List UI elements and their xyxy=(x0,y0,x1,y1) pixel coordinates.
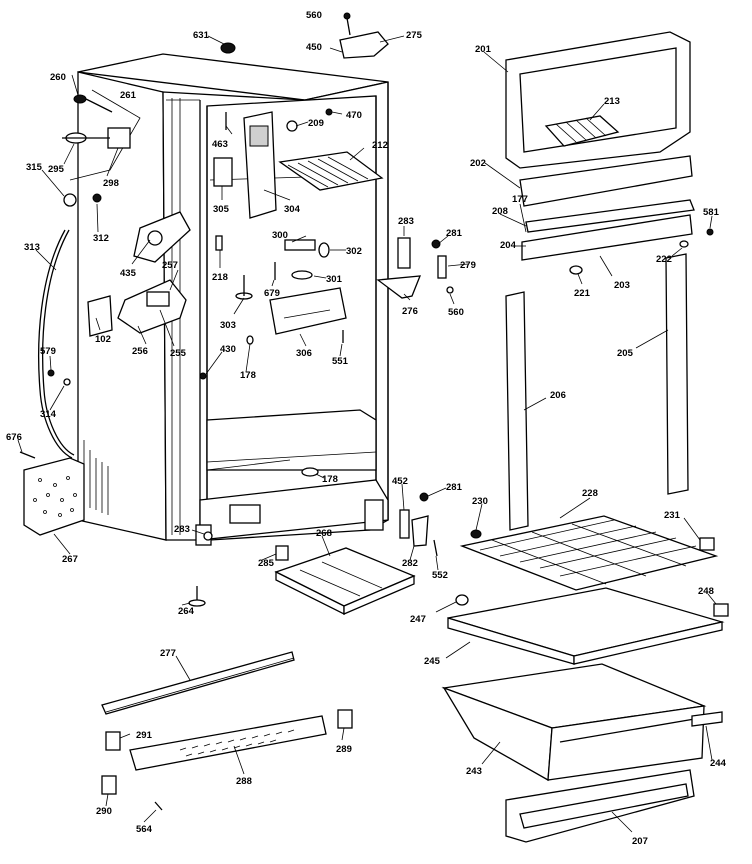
part-label: 203 xyxy=(614,280,630,291)
part-label: 275 xyxy=(406,30,423,41)
part-label: 314 xyxy=(40,409,57,420)
part-label: 470 xyxy=(346,110,362,121)
part-label: 277 xyxy=(160,648,176,659)
grille-slots xyxy=(179,729,295,757)
part-label: 560 xyxy=(306,10,322,21)
part-label: 209 xyxy=(308,118,324,129)
left-parts xyxy=(19,89,191,536)
part-label: 205 xyxy=(617,348,634,359)
part-label: 281 xyxy=(446,482,463,493)
part-label: 247 xyxy=(410,614,426,625)
part-label: 244 xyxy=(710,758,727,769)
part-label: 313 xyxy=(24,242,40,253)
part-label: 222 xyxy=(656,254,672,265)
part-label: 288 xyxy=(236,776,252,787)
hinge-parts xyxy=(376,237,454,557)
part-label: 283 xyxy=(174,524,190,535)
part-label: 302 xyxy=(346,246,362,257)
part-label: 581 xyxy=(703,207,720,218)
part-label: 631 xyxy=(193,30,210,41)
part-label: 178 xyxy=(240,370,256,381)
part-label: 282 xyxy=(402,558,418,569)
part-label: 276 xyxy=(402,306,418,317)
insulation-pattern xyxy=(33,476,77,517)
part-label: 221 xyxy=(574,288,591,299)
part-label: 430 xyxy=(220,344,236,355)
part-label: 301 xyxy=(326,274,343,285)
part-label: 204 xyxy=(500,240,517,251)
part-label: 261 xyxy=(120,90,137,101)
part-label: 303 xyxy=(220,320,236,331)
fresh-food-parts xyxy=(441,515,729,843)
part-label: 201 xyxy=(475,44,492,55)
part-label: 679 xyxy=(264,288,280,299)
part-label: 248 xyxy=(698,586,714,597)
part-label: 260 xyxy=(50,72,66,83)
part-label: 289 xyxy=(336,744,352,755)
part-label: 212 xyxy=(372,140,388,151)
part-label: 435 xyxy=(120,268,137,279)
part-label: 551 xyxy=(332,356,349,367)
part-label: 560 xyxy=(448,307,464,318)
part-label: 676 xyxy=(6,432,22,443)
part-label: 178 xyxy=(322,474,338,485)
part-label: 452 xyxy=(392,476,408,487)
part-label: 281 xyxy=(446,228,463,239)
part-label: 300 xyxy=(272,230,288,241)
part-label: 295 xyxy=(48,164,65,175)
freezer-door xyxy=(505,31,714,531)
part-label: 305 xyxy=(213,204,230,215)
part-label: 579 xyxy=(40,346,56,357)
part-label: 177 xyxy=(512,194,528,205)
part-label: 207 xyxy=(632,836,648,847)
part-label: 290 xyxy=(96,806,112,817)
part-label: 285 xyxy=(258,558,275,569)
part-label: 552 xyxy=(432,570,448,581)
top-parts xyxy=(199,12,389,477)
part-label: 228 xyxy=(582,488,598,499)
part-label: 206 xyxy=(550,390,566,401)
part-label: 243 xyxy=(466,766,482,777)
part-label: 298 xyxy=(103,178,119,189)
part-label: 291 xyxy=(136,730,153,741)
part-label: 264 xyxy=(178,606,195,617)
part-label: 102 xyxy=(95,334,111,345)
part-label: 312 xyxy=(93,233,109,244)
leader-lines xyxy=(17,35,717,833)
part-label: 450 xyxy=(306,42,322,53)
part-label: 306 xyxy=(296,348,312,359)
part-label: 231 xyxy=(664,510,681,521)
part-label: 267 xyxy=(62,554,78,565)
part-label: 268 xyxy=(316,528,332,539)
part-labels: 631 560 450 275 201 260 261 463 209 470 … xyxy=(6,10,727,847)
part-label: 256 xyxy=(132,346,148,357)
part-label: 304 xyxy=(284,204,301,215)
part-label: 279 xyxy=(460,260,476,271)
part-label: 463 xyxy=(212,139,228,150)
part-label: 245 xyxy=(424,656,441,667)
part-label: 208 xyxy=(492,206,508,217)
part-label: 218 xyxy=(212,272,228,283)
bottom-parts xyxy=(101,531,416,811)
part-label: 213 xyxy=(604,96,620,107)
part-label: 202 xyxy=(470,158,486,169)
part-label: 257 xyxy=(162,260,178,271)
part-label: 564 xyxy=(136,824,153,835)
part-label: 283 xyxy=(398,216,414,227)
part-label: 315 xyxy=(26,162,43,173)
part-label: 230 xyxy=(472,496,488,507)
part-label: 255 xyxy=(170,348,187,359)
